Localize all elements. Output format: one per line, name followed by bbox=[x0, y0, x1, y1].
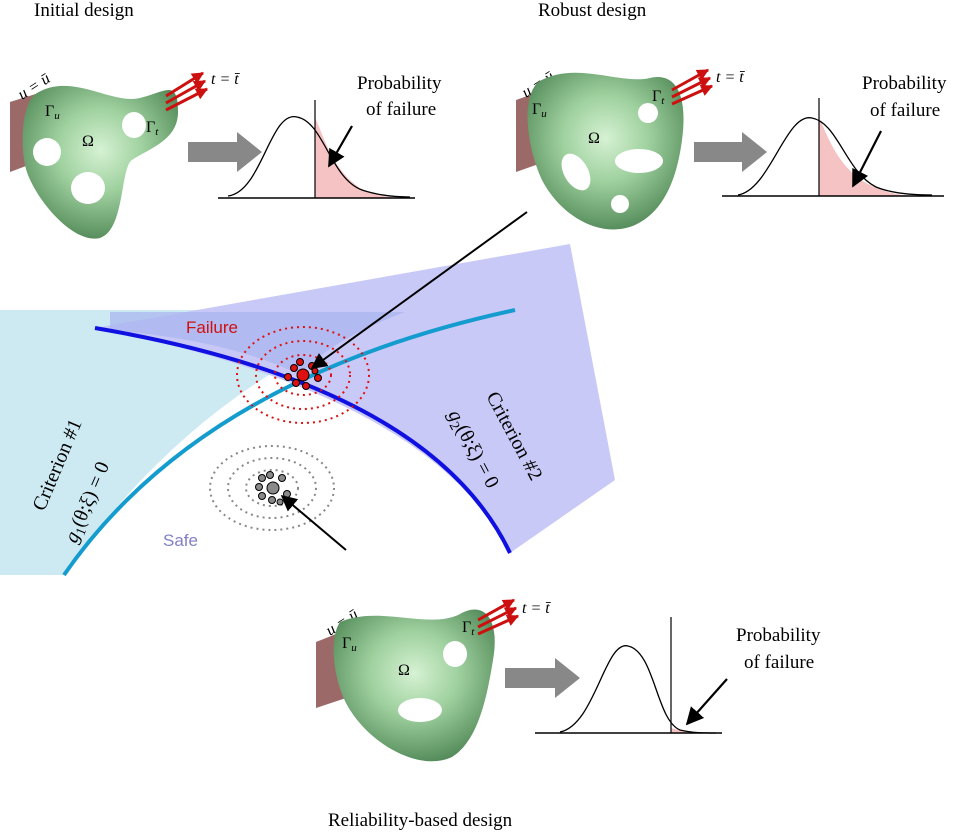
failure-contours bbox=[236, 326, 370, 424]
traction-bc-label: t = t̄ bbox=[522, 600, 551, 617]
failure-overlap-region bbox=[110, 312, 405, 375]
svg-text:Γt: Γt bbox=[146, 119, 159, 138]
prob-label-line2: of failure bbox=[366, 99, 436, 120]
flow-arrow bbox=[188, 132, 262, 172]
criterion-1-curve bbox=[62, 308, 516, 577]
traction-bc-label: t = t̄ bbox=[211, 71, 240, 88]
safe-zone-label: Safe bbox=[163, 531, 198, 550]
reliability-design-title: Reliability-based design bbox=[328, 810, 513, 831]
prob-label-line1: Probability bbox=[862, 73, 947, 94]
initial-design-title: Initial design bbox=[34, 0, 134, 21]
gamma-u-sub: u bbox=[351, 642, 357, 654]
prob-pointer-arrow bbox=[852, 130, 882, 188]
failure-zone-label: Failure bbox=[186, 318, 238, 337]
gamma-u-symbol: Γ bbox=[532, 101, 541, 118]
prob-pointer-arrow bbox=[328, 125, 353, 168]
gamma-u-sub: u bbox=[541, 108, 547, 120]
svg-text:Γt: Γt bbox=[652, 88, 665, 107]
safe-contours bbox=[209, 445, 335, 531]
omega-label: Ω bbox=[588, 130, 600, 147]
traction-bc-label: t = t̄ bbox=[716, 69, 745, 86]
omega-label: Ω bbox=[398, 662, 410, 679]
omega-label: Ω bbox=[82, 133, 94, 150]
svg-text:Γt: Γt bbox=[462, 619, 475, 638]
domain-holes bbox=[33, 112, 146, 204]
gamma-t-symbol: Γ bbox=[652, 88, 661, 105]
prob-label-line2: of failure bbox=[744, 652, 814, 673]
pdf-tail-fill bbox=[671, 728, 695, 733]
traction-arrows bbox=[477, 598, 520, 636]
reliability-pointer-arrow bbox=[280, 494, 347, 551]
safe-sample-points bbox=[255, 471, 291, 506]
gamma-t-symbol: Γ bbox=[146, 119, 155, 136]
robust-design-title: Robust design bbox=[538, 0, 647, 21]
gamma-t-sub: t bbox=[661, 95, 665, 107]
initial-design-panel: Initial design u = ū Γu Γt Ω t = t̄ Prob… bbox=[10, 0, 442, 239]
svg-text:Γu: Γu bbox=[532, 101, 547, 120]
gamma-t-sub: t bbox=[155, 126, 159, 138]
flow-arrow bbox=[505, 658, 580, 698]
pdf-tail-fill bbox=[819, 118, 915, 196]
criterion-2-curve bbox=[94, 326, 512, 554]
pdf-tail-fill bbox=[315, 118, 400, 198]
prob-label-line2: of failure bbox=[870, 100, 940, 121]
svg-text:Γu: Γu bbox=[45, 103, 60, 122]
robust-pointer-arrow bbox=[310, 211, 528, 369]
gamma-t-sub: t bbox=[471, 626, 475, 638]
gamma-u-symbol: Γ bbox=[45, 103, 54, 120]
failure-pdf-plot bbox=[535, 617, 722, 734]
traction-arrows bbox=[671, 68, 714, 106]
criterion-1-region bbox=[0, 310, 405, 575]
prob-label-line1: Probability bbox=[736, 625, 821, 646]
prob-pointer-arrow bbox=[685, 678, 728, 726]
failure-pdf-plot bbox=[218, 100, 415, 199]
failure-pdf-plot bbox=[722, 98, 944, 197]
pdf-curve bbox=[227, 116, 411, 198]
pdf-curve bbox=[737, 117, 933, 196]
pdf-curve bbox=[559, 645, 717, 734]
gamma-u-sub: u bbox=[54, 110, 60, 122]
reliability-design-panel: Reliability-based design u = ū Γu Γt Ω t… bbox=[316, 598, 821, 831]
gamma-t-symbol: Γ bbox=[462, 619, 471, 636]
domain-holes bbox=[398, 641, 467, 722]
gamma-u-symbol: Γ bbox=[342, 635, 351, 652]
domain-holes bbox=[561, 103, 663, 213]
flow-arrow bbox=[694, 132, 767, 172]
traction-arrows bbox=[165, 71, 209, 112]
svg-text:Γu: Γu bbox=[342, 635, 357, 654]
robust-design-panel: Robust design u = ū Γu Γt Ω t = t̄ Proba… bbox=[516, 0, 947, 230]
prob-label-line1: Probability bbox=[357, 73, 442, 94]
